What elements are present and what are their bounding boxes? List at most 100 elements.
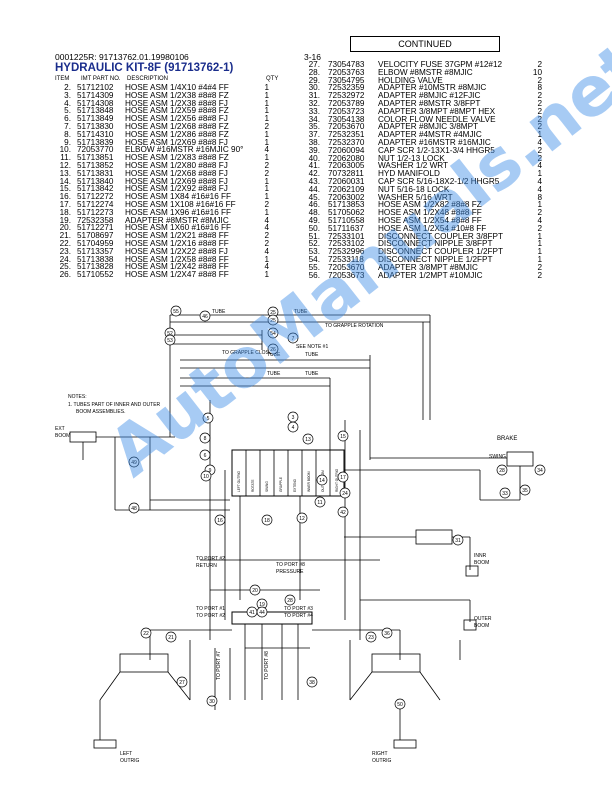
part-qty: 4: [537, 137, 542, 147]
top-tube-lines: [170, 314, 431, 460]
callout-number: 53: [167, 338, 173, 344]
part-part: 72532359: [328, 83, 365, 93]
callout-5: 5: [202, 412, 214, 424]
part-part: 72060094: [328, 145, 365, 155]
part-item: 12.: [59, 160, 71, 170]
label-tube-2: TUBE: [294, 309, 308, 315]
header-item: ITEM: [55, 76, 70, 82]
part-part: 72532972: [328, 91, 365, 101]
callout-48: 48: [128, 502, 140, 514]
part-item: 32.: [308, 98, 320, 108]
part-desc: HOSE ASM 1/2X69 #8#8 FJ: [125, 176, 228, 186]
valve-section-label: RIGHT OUTRIG: [335, 468, 339, 492]
callout-number: 33: [502, 491, 508, 497]
part-desc: HOSE ASM 1/2X38 #8#8 FJ: [125, 98, 228, 108]
callout-number: 38: [309, 680, 315, 686]
part-item: 43.: [308, 176, 320, 186]
part-qty: 2: [537, 91, 542, 101]
callout-circle: [287, 421, 299, 433]
part-desc: DISCONNECT COUPLER 1/2FPT: [378, 247, 503, 257]
part-part: 51713831: [77, 168, 114, 178]
callout-3: 3: [287, 411, 299, 423]
part-part: 72053670: [328, 262, 365, 272]
part-item: 5.: [64, 106, 71, 116]
callout-circle: [261, 514, 273, 526]
document-id: 0001225R: 91713762.01.19980106: [55, 52, 189, 62]
callout-53: 53: [164, 334, 176, 346]
callout-circle: [284, 594, 296, 606]
part-qty: 1: [264, 192, 269, 202]
callout-number: 42: [340, 510, 346, 516]
part-item: 50.: [308, 223, 320, 233]
part-part: 51712272: [77, 192, 114, 202]
callout-28: 28: [496, 464, 508, 476]
part-qty: 1: [264, 106, 269, 116]
part-part: 51713840: [77, 176, 114, 186]
part-qty: 4: [264, 145, 269, 155]
page-number: 3-16: [304, 52, 322, 62]
callout-circle: [267, 343, 279, 355]
part-part: 51712273: [77, 207, 114, 217]
label-see-note: SEE NOTE #1: [296, 344, 328, 350]
callout-circle: [164, 334, 176, 346]
valve-section-label: INNER BOOM: [307, 471, 311, 492]
part-item: 23.: [59, 246, 71, 256]
part-qty: 4: [264, 223, 269, 233]
valve-section-label: ROTATE: [251, 480, 255, 492]
callout-22: 22: [140, 627, 152, 639]
callout-50: 50: [394, 698, 406, 710]
label-outer-boom: BOOM: [474, 623, 489, 629]
label-left-outrig: OUTRIG: [120, 758, 140, 764]
part-qty: 2: [537, 60, 542, 69]
part-item: 52.: [308, 239, 320, 249]
part-qty: 2: [537, 106, 542, 116]
part-part: 72533118: [328, 254, 364, 264]
callout-number: 27: [179, 680, 185, 686]
callout-number: 41: [249, 610, 255, 616]
part-desc: CAP SCR 1/2-13X1-3/4 HHGR5: [378, 145, 495, 155]
part-qty: 1: [264, 153, 269, 163]
valve-section-label: SWING: [265, 481, 269, 492]
part-part: 72053770: [77, 145, 114, 155]
part-qty: 2: [537, 75, 542, 85]
part-part: 72062109: [328, 184, 365, 194]
label-to-port-8: TO PORT #8: [264, 651, 270, 680]
part-desc: ADAPTER 1/2MPT #10MJIC: [378, 270, 483, 280]
callout-circle: [337, 471, 349, 483]
part-desc: HOSE ASM 1/4X10 #4#4 FF: [125, 83, 229, 92]
callout-circle: [499, 487, 511, 499]
part-qty: 4: [264, 262, 269, 272]
part-desc: HOSE ASM 1/2X59 #8#8 FZ: [125, 106, 229, 116]
notes-title: NOTES:: [68, 394, 87, 400]
parts-column-headers: ITEM IMT PART NO. DESCRIPTION QTY: [55, 76, 285, 84]
callout-circle: [316, 474, 328, 486]
part-qty: 4: [537, 176, 542, 186]
callout-circle: [249, 584, 261, 596]
part-item: 19.: [59, 215, 71, 225]
part-qty: 8: [537, 192, 542, 202]
part-part: 72063005: [328, 161, 365, 171]
label-brake: BRAKE: [497, 436, 517, 442]
part-item: 46.: [308, 200, 320, 210]
part-item: 37.: [308, 130, 320, 140]
part-item: 53.: [308, 247, 320, 257]
part-qty: 1: [537, 247, 542, 257]
callout-16: 16: [214, 514, 226, 526]
part-item: 44.: [308, 184, 320, 194]
part-desc: HOSE ASM 1/2X56 #8#8 FJ: [125, 114, 228, 124]
part-item: 25.: [59, 262, 71, 272]
callout-circle: [128, 456, 140, 468]
right-outrigger-circuit: [312, 629, 441, 749]
callout-4: 4: [287, 421, 299, 433]
callout-number: 11: [317, 500, 322, 506]
